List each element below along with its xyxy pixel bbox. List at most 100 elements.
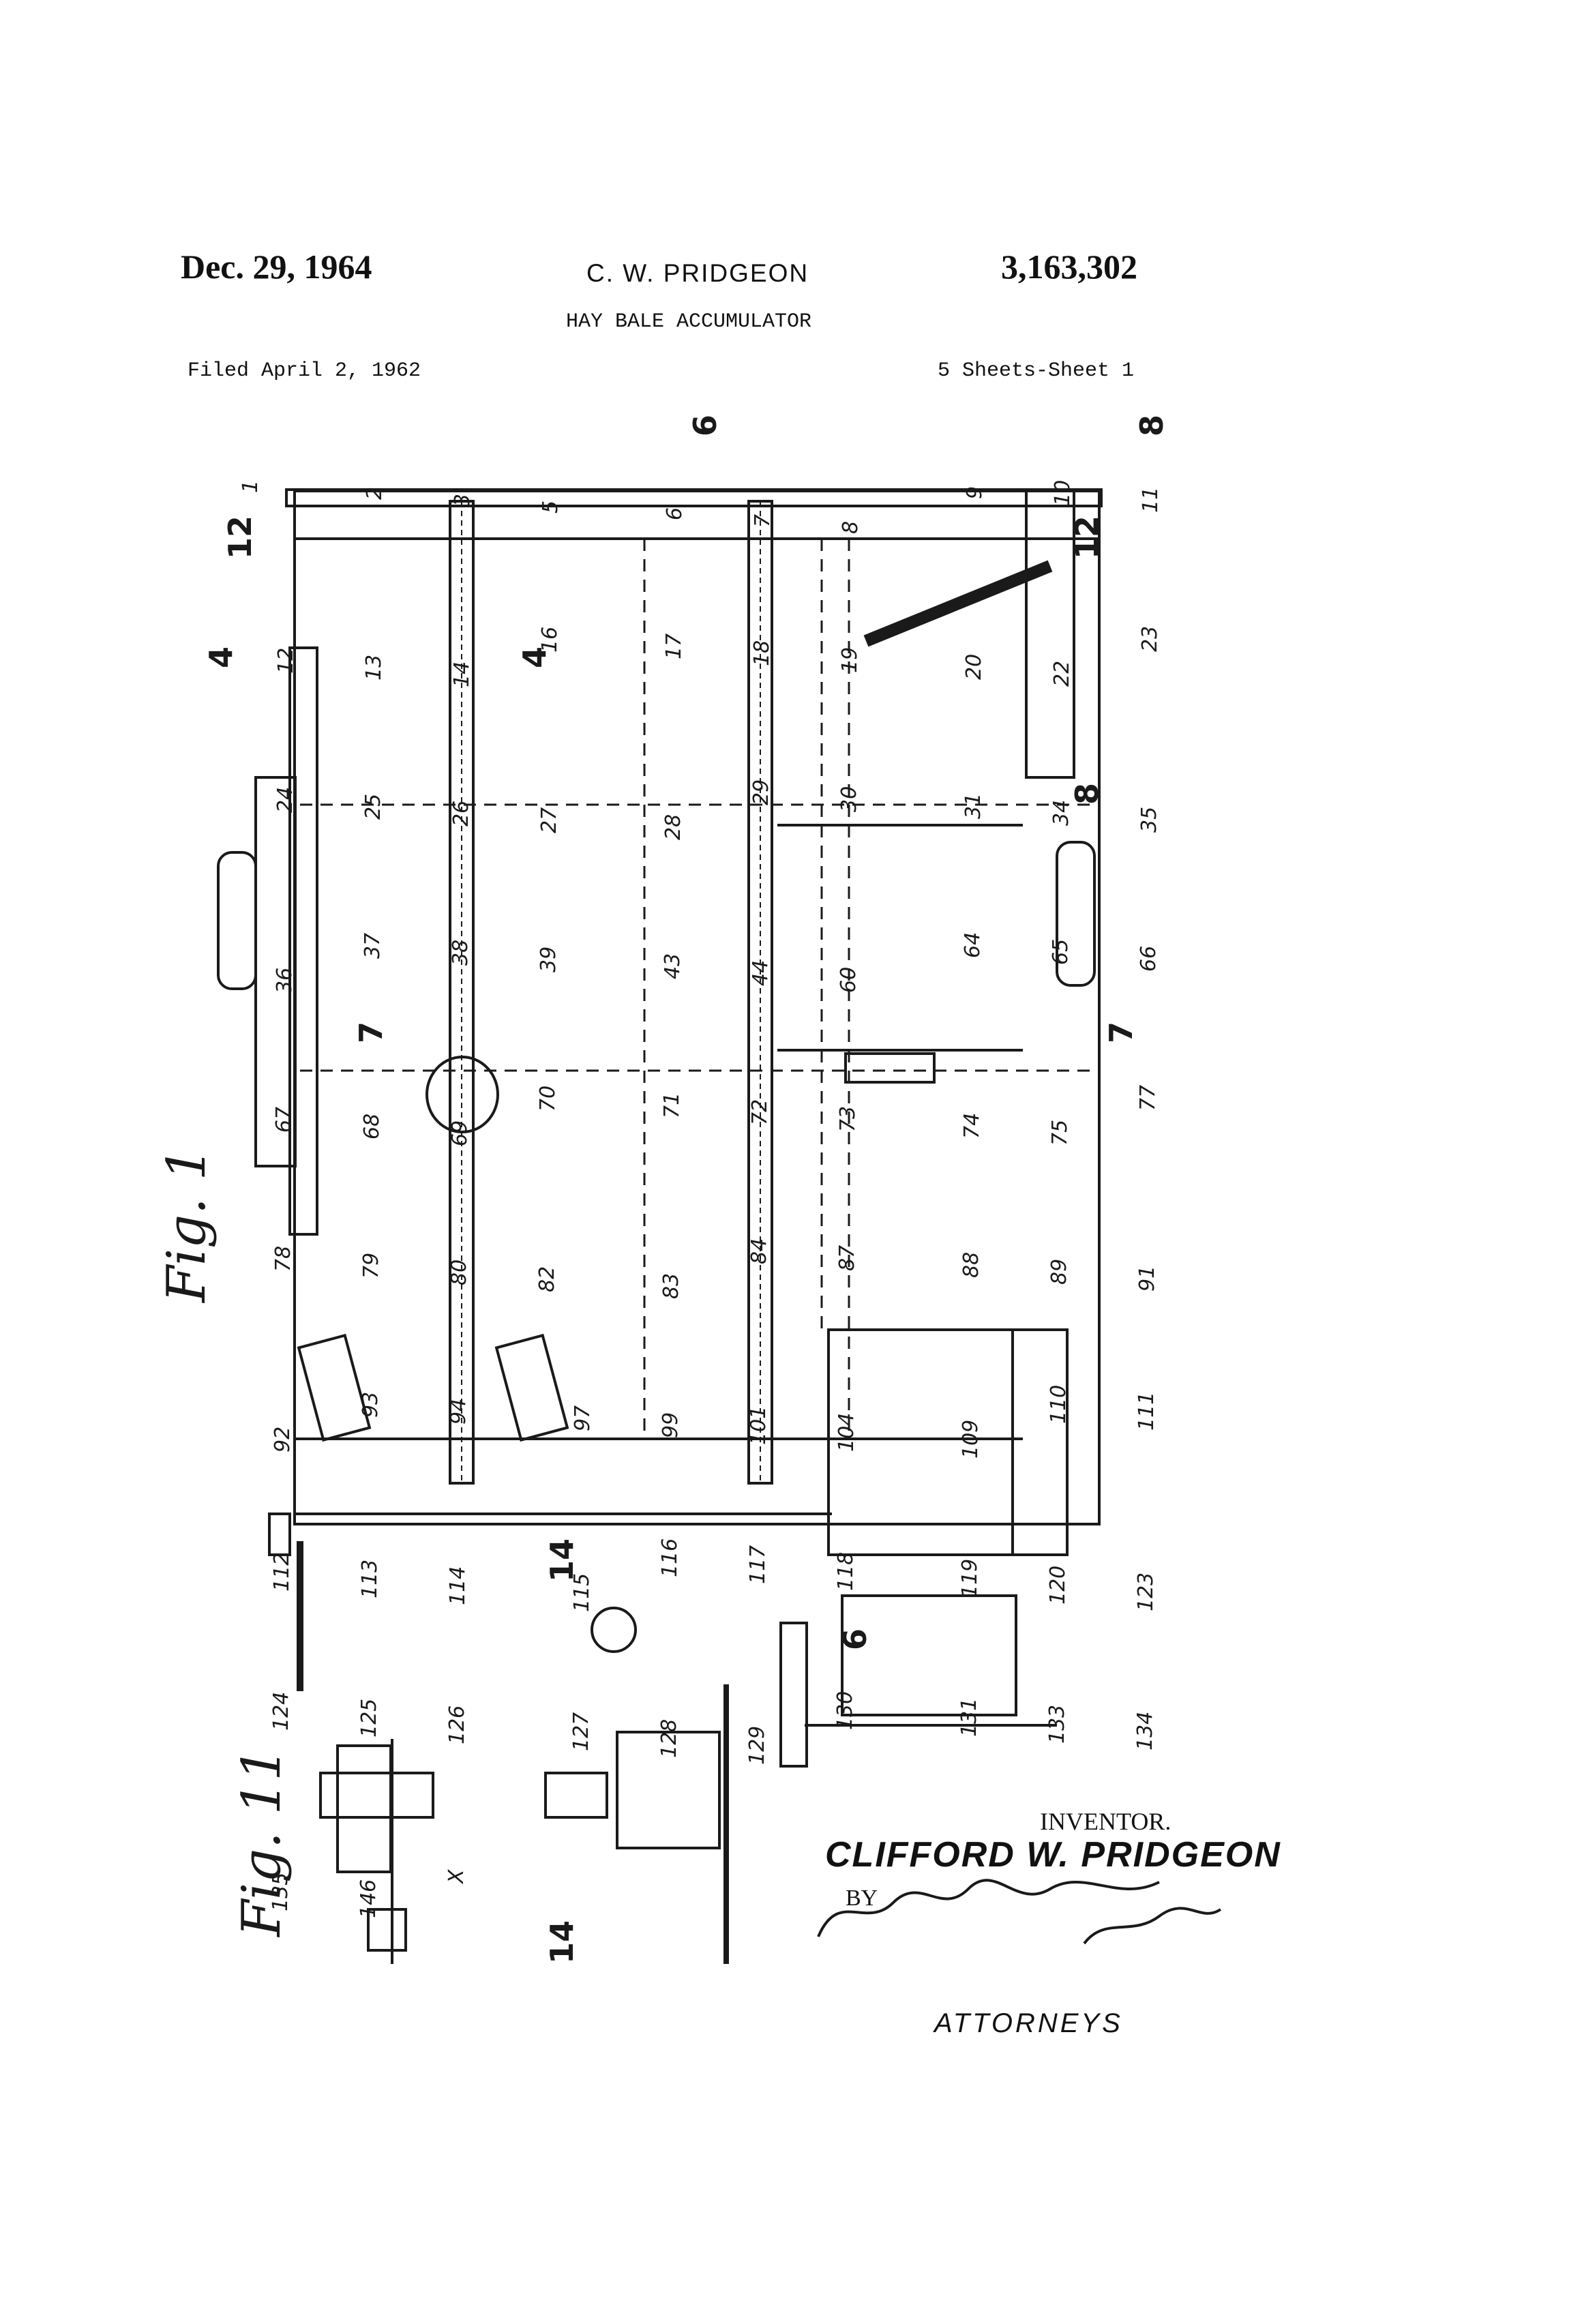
reference-numeral: 71 [660, 1092, 684, 1118]
reference-numeral: 13 [362, 655, 386, 681]
reference-numeral: 128 [657, 1719, 681, 1758]
reference-numeral: 114 [446, 1566, 470, 1605]
reference-numeral: 35 [1137, 807, 1161, 833]
reference-numeral: 80 [447, 1260, 471, 1285]
reference-numeral: 20 [962, 654, 986, 680]
reference-numeral: 93 [359, 1392, 383, 1418]
reference-numeral: 39 [537, 947, 561, 972]
reference-numeral: 3 [451, 494, 475, 507]
section-mark: 6 [837, 1628, 874, 1650]
reference-numeral: 2 [363, 487, 387, 500]
reference-numeral: 9 [963, 486, 987, 499]
section-mark: 12 [222, 516, 258, 559]
platform-edge [1013, 1330, 1067, 1555]
reference-numeral: 65 [1049, 939, 1073, 965]
reference-numeral: 134 [1133, 1712, 1157, 1751]
reference-numeral: 30 [837, 786, 861, 812]
attorney-signature-scribble [818, 1880, 1221, 1943]
section-mark: 8 [1069, 783, 1105, 805]
spring-30 [846, 1054, 934, 1082]
reference-numeral: 27 [537, 807, 561, 833]
reference-numeral: 67 [272, 1107, 296, 1133]
figure-1-label: Fig. 1 [156, 1147, 218, 1304]
reference-numeral: 126 [445, 1705, 469, 1744]
reference-numeral: 129 [745, 1726, 769, 1765]
reference-numeral: 112 [270, 1553, 294, 1592]
bracket-127-left [299, 1335, 370, 1440]
reference-numeral: 31 [961, 793, 985, 819]
shaft-72-end [546, 1773, 607, 1817]
reference-numeral: 44 [749, 960, 773, 986]
reference-numeral: 72 [748, 1099, 772, 1125]
reference-numeral: 70 [536, 1086, 560, 1112]
section-mark: 8 [1133, 415, 1170, 436]
right-housing [1026, 491, 1074, 777]
reference-numeral: 5 [539, 501, 563, 513]
section-mark: 12 [1069, 516, 1105, 559]
reference-numeral: 119 [958, 1559, 982, 1598]
reference-numeral: 125 [357, 1699, 381, 1738]
reference-numeral: 84 [747, 1238, 771, 1264]
reference-numeral: 66 [1137, 946, 1161, 972]
reference-numeral: 78 [271, 1246, 295, 1272]
reference-numeral: 60 [837, 967, 861, 993]
reference-numeral: 73 [836, 1106, 860, 1132]
reference-numeral: 118 [834, 1552, 858, 1591]
reference-numeral: 120 [1046, 1566, 1070, 1605]
reference-numeral: 74 [960, 1113, 984, 1139]
reference-numeral: 23 [1138, 626, 1162, 652]
reference-numeral: 6 [663, 507, 687, 520]
section-mark: 7 [353, 1022, 389, 1043]
reference-numeral: 146 [357, 1879, 380, 1918]
wheel-left [218, 852, 256, 989]
reference-numeral: 82 [535, 1266, 559, 1292]
reference-numeral: 24 [273, 787, 297, 813]
reference-numeral: 38 [449, 940, 473, 966]
reference-numeral: 99 [659, 1412, 683, 1438]
reference-numeral: 1 [239, 480, 263, 493]
reference-numeral: 14 [450, 661, 474, 687]
reference-numeral: 131 [957, 1698, 981, 1737]
reference-numeral: 12 [274, 648, 298, 674]
arm-39 [866, 566, 1050, 641]
reference-numeral: 28 [661, 814, 685, 840]
reference-numeral: 94 [447, 1399, 471, 1425]
reference-numeral: X [445, 1868, 468, 1885]
reference-numeral: 18 [750, 640, 774, 666]
section-mark: 14 [543, 1538, 580, 1582]
reference-numeral: 75 [1048, 1120, 1072, 1146]
inventor-label: INVENTOR. [1040, 1807, 1171, 1836]
reference-numeral: 109 [959, 1420, 983, 1459]
reference-numeral: 88 [959, 1252, 983, 1278]
reference-numeral: 64 [961, 932, 985, 958]
section-mark: 4 [203, 646, 239, 668]
reference-numeral: 123 [1134, 1573, 1158, 1611]
hitch-block [269, 1514, 290, 1555]
reference-numeral: 111 [1135, 1392, 1159, 1431]
section-mark: 7 [1103, 1022, 1139, 1043]
reference-numeral: 79 [359, 1253, 383, 1279]
reference-numeral: 89 [1047, 1259, 1071, 1285]
section-mark: 4 [516, 646, 553, 668]
bracket-127-right [496, 1335, 567, 1440]
reference-numeral: 7 [751, 514, 775, 527]
figure-11-label: Fig. 11 [231, 1747, 293, 1938]
frame-outline [295, 491, 1099, 1524]
reference-numeral: 113 [358, 1560, 382, 1598]
reference-numeral: 68 [360, 1114, 384, 1139]
reference-numeral: 133 [1045, 1705, 1069, 1744]
reference-numeral: 83 [659, 1273, 683, 1299]
cylinder-10 [781, 1623, 807, 1766]
reference-numeral: 25 [361, 794, 385, 820]
reference-numeral: 87 [835, 1245, 859, 1271]
reference-numeral: 117 [746, 1545, 770, 1584]
reference-numeral: 127 [569, 1712, 593, 1751]
reference-numeral: 10 [1051, 480, 1075, 506]
reference-numeral: 8 [839, 521, 863, 534]
attorneys-label: ATTORNEYS [934, 2008, 1123, 2039]
by-label: BY [846, 1886, 878, 1911]
reference-numeral: 69 [448, 1120, 472, 1146]
fig11-detail [320, 1608, 807, 1964]
reference-numeral: 37 [361, 933, 385, 959]
